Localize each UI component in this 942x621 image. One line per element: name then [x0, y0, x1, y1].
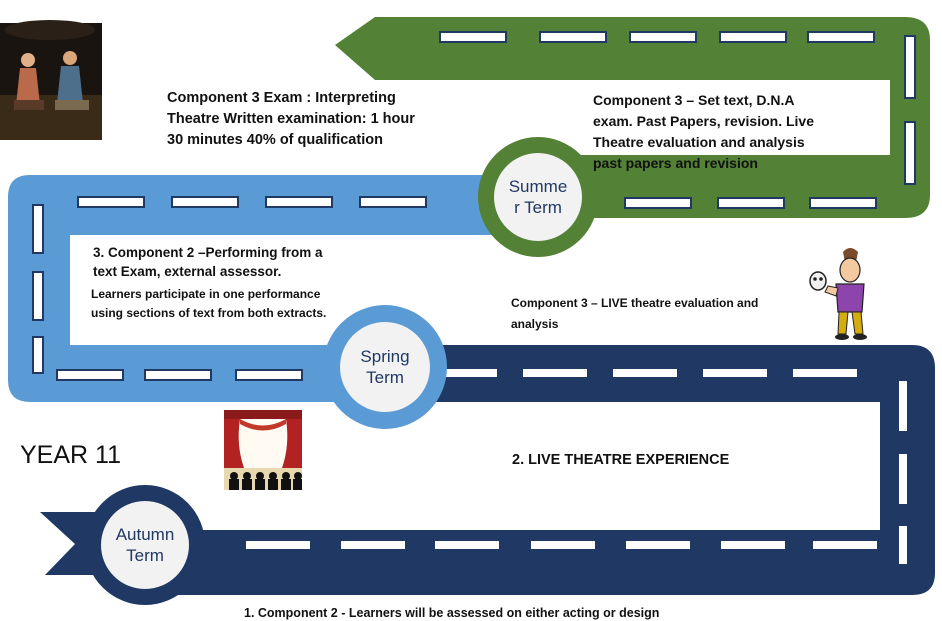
- component2-bottom-note: 1. Component 2 - Learners will be assess…: [244, 606, 660, 620]
- component3-exam-note: Component 3 Exam : Interpreting Theatre …: [167, 90, 415, 148]
- summer-term-circle: [478, 137, 598, 257]
- hamlet-skull-clipart: [809, 240, 874, 342]
- live-theatre-experience-note: 2. LIVE THEATRE EXPERIENCE: [512, 452, 730, 468]
- light-blue-road: [8, 175, 540, 402]
- year-label: YEAR 11: [20, 441, 121, 469]
- actors-photo: [0, 20, 102, 140]
- component2-detail-note: Learners participate in one performance …: [91, 287, 327, 320]
- spring-term-label: Spring Term: [360, 347, 410, 387]
- autumn-term-circle: [85, 485, 205, 605]
- component2-heading-note: 3. Component 2 –Performing from a text E…: [93, 245, 323, 279]
- spring-term-circle: [323, 305, 447, 429]
- theatre-stage-clipart: [224, 410, 302, 490]
- navy-road: [40, 345, 935, 595]
- summer-term-label: Summe r Term: [508, 177, 568, 217]
- component3-set-text-note: Component 3 – Set text, D.N.A exam. Past…: [593, 92, 815, 171]
- component3-live-note: Component 3 – LIVE theatre evaluation an…: [511, 296, 759, 331]
- green-road: [335, 17, 930, 218]
- autumn-term-label: Autumn Term: [115, 525, 175, 565]
